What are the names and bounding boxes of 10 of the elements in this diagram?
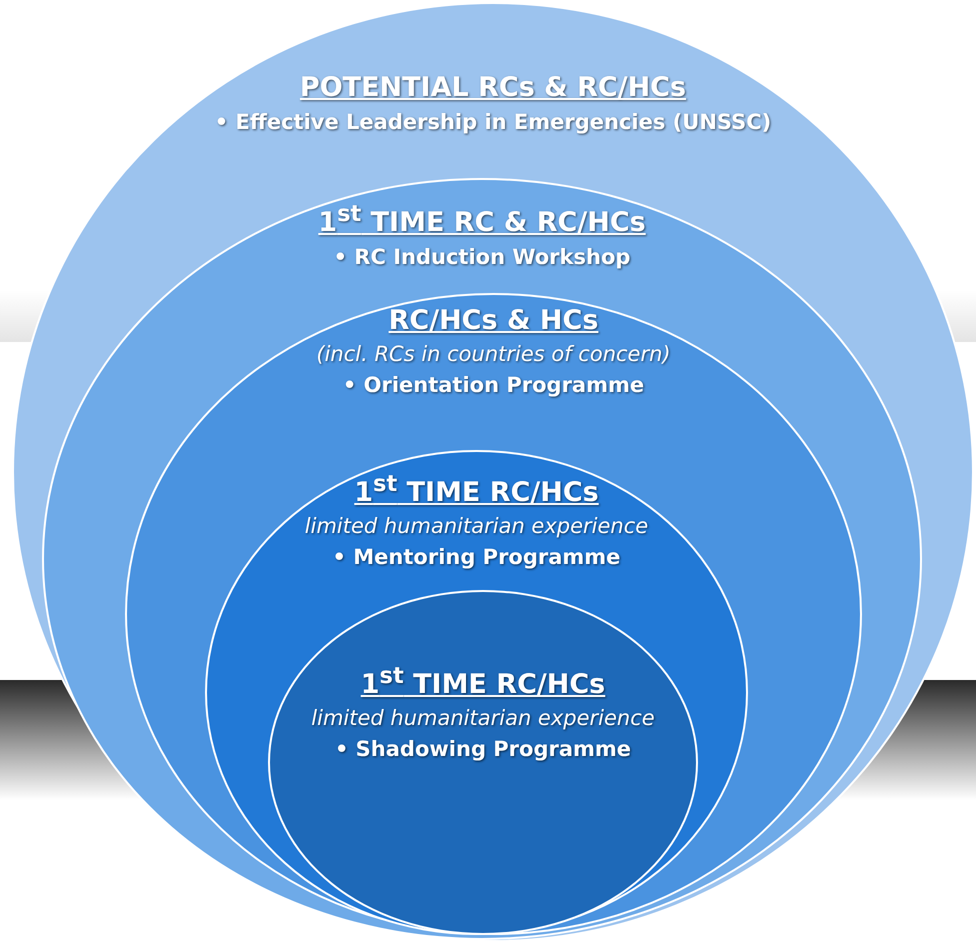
- group-heading: 1$^{st}$ TIME RC/HCs: [354, 470, 599, 510]
- bullet-item: • Mentoring Programme: [332, 544, 620, 571]
- group-heading: 1$^{st}$ TIME RC & RC/HCs: [318, 200, 646, 240]
- group-heading: POTENTIAL RCs & RC/HCs: [300, 71, 686, 105]
- bullet-item: • Orientation Programme: [342, 372, 644, 399]
- group-heading: RC/HCs & HCs: [388, 304, 598, 338]
- bullet-item: • Shadowing Programme: [334, 736, 632, 763]
- bullet-item: • Effective Leadership in Emergencies (UNSSC): [214, 109, 772, 136]
- group-heading: 1$^{st}$ TIME RC/HCs: [360, 662, 606, 702]
- group-note: (incl. RCs in countries of concern): [316, 341, 671, 368]
